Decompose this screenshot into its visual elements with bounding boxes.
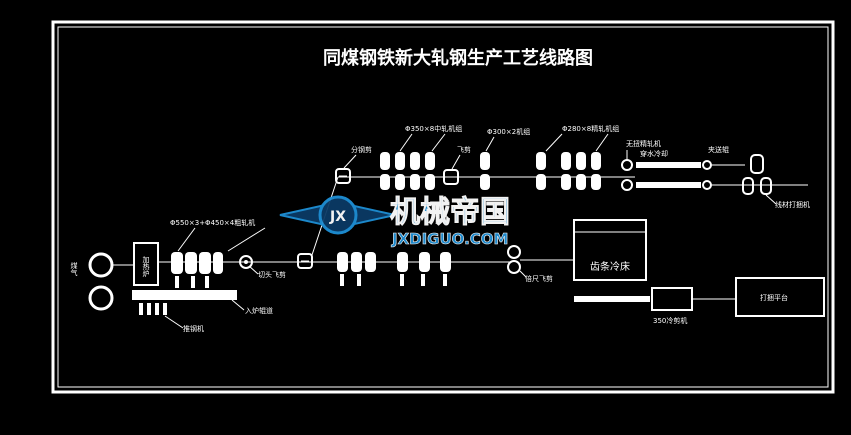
- spinning-head-bottom: [621, 179, 633, 191]
- wire-coiler-label: 线材打捆机: [775, 200, 810, 209]
- collector-c: [760, 177, 772, 195]
- pinch-roll-top: [702, 160, 712, 170]
- spinning-head-label: 无扭精轧机: [626, 139, 661, 148]
- rough-mill-label: Φ550×3+Φ450×4粗轧机: [170, 218, 255, 227]
- push-steel-label: 推钢机: [183, 324, 204, 333]
- mill-300-label: Φ300×2机组: [487, 127, 530, 136]
- collector-a: [750, 154, 764, 174]
- gas-tank-bottom: [88, 285, 114, 311]
- finish-mill-label: Φ280×8精轧机组: [562, 124, 619, 133]
- water-cool-top: [636, 162, 701, 168]
- pinch-roll-bottom: [702, 180, 712, 190]
- head-shear-label: 切头飞剪: [258, 270, 286, 279]
- mill-300-stands: [480, 152, 490, 190]
- feed-rollers: [132, 290, 237, 300]
- feeding-roller-label: 入炉辊道: [245, 306, 273, 315]
- split-shear: [297, 253, 313, 269]
- watermark-url: JXDIGUO.COM: [391, 230, 508, 248]
- flying-shear-label: 飞剪: [457, 145, 471, 154]
- collector-b: [742, 177, 754, 195]
- cooling-bed-label: 齿条冷床: [590, 260, 630, 273]
- gas-tank-top: [88, 252, 114, 278]
- tail-shear-top: [507, 245, 521, 259]
- cooling-bed-exit: [574, 296, 650, 302]
- heating-furnace: [133, 242, 159, 286]
- middle-mill-upper-stands: [380, 152, 435, 190]
- cooling-bed: [573, 219, 647, 281]
- split-shear-upper: [335, 168, 351, 184]
- rough-mill-stands: [171, 252, 223, 288]
- spinning-head-top: [621, 159, 633, 171]
- split-shear-label: 分钢剪: [351, 145, 372, 154]
- inner-frame: [57, 26, 829, 388]
- water-cool-bottom: [636, 182, 701, 188]
- pinch-roll-label: 夹送辊: [708, 145, 729, 154]
- water-cool-label: 穿水冷却: [640, 149, 668, 158]
- middle-mill-lower-stands: [337, 252, 451, 286]
- furnace-label: 加热炉: [142, 255, 150, 278]
- bundling-platform: [735, 277, 825, 317]
- push-steel-machines: [139, 303, 167, 315]
- fuel-gas-label: 煤气: [70, 261, 78, 276]
- tail-shear-label: 倍尺飞剪: [525, 274, 553, 283]
- tail-shear-bottom: [507, 260, 521, 274]
- bundling-platform-label: 打捆平台: [760, 293, 788, 302]
- cold-shear-350: [651, 287, 693, 311]
- flying-shear: [443, 169, 459, 185]
- watermark-emblem: JX: [329, 209, 346, 225]
- outer-frame: [51, 20, 835, 394]
- watermark-logo: JX 机械帝国 JXDIGUO.COM: [279, 195, 511, 248]
- diagram-title: 同煤钢铁新大轧钢生产工艺线路图: [323, 47, 593, 69]
- cold-shear-label: 350冷剪机: [653, 316, 687, 325]
- head-shear: [239, 255, 253, 269]
- watermark-brand: 机械帝国: [390, 195, 510, 230]
- finish-mill-stands: [536, 152, 601, 190]
- middle-mill-label: Φ350×8中轧机组: [405, 124, 462, 133]
